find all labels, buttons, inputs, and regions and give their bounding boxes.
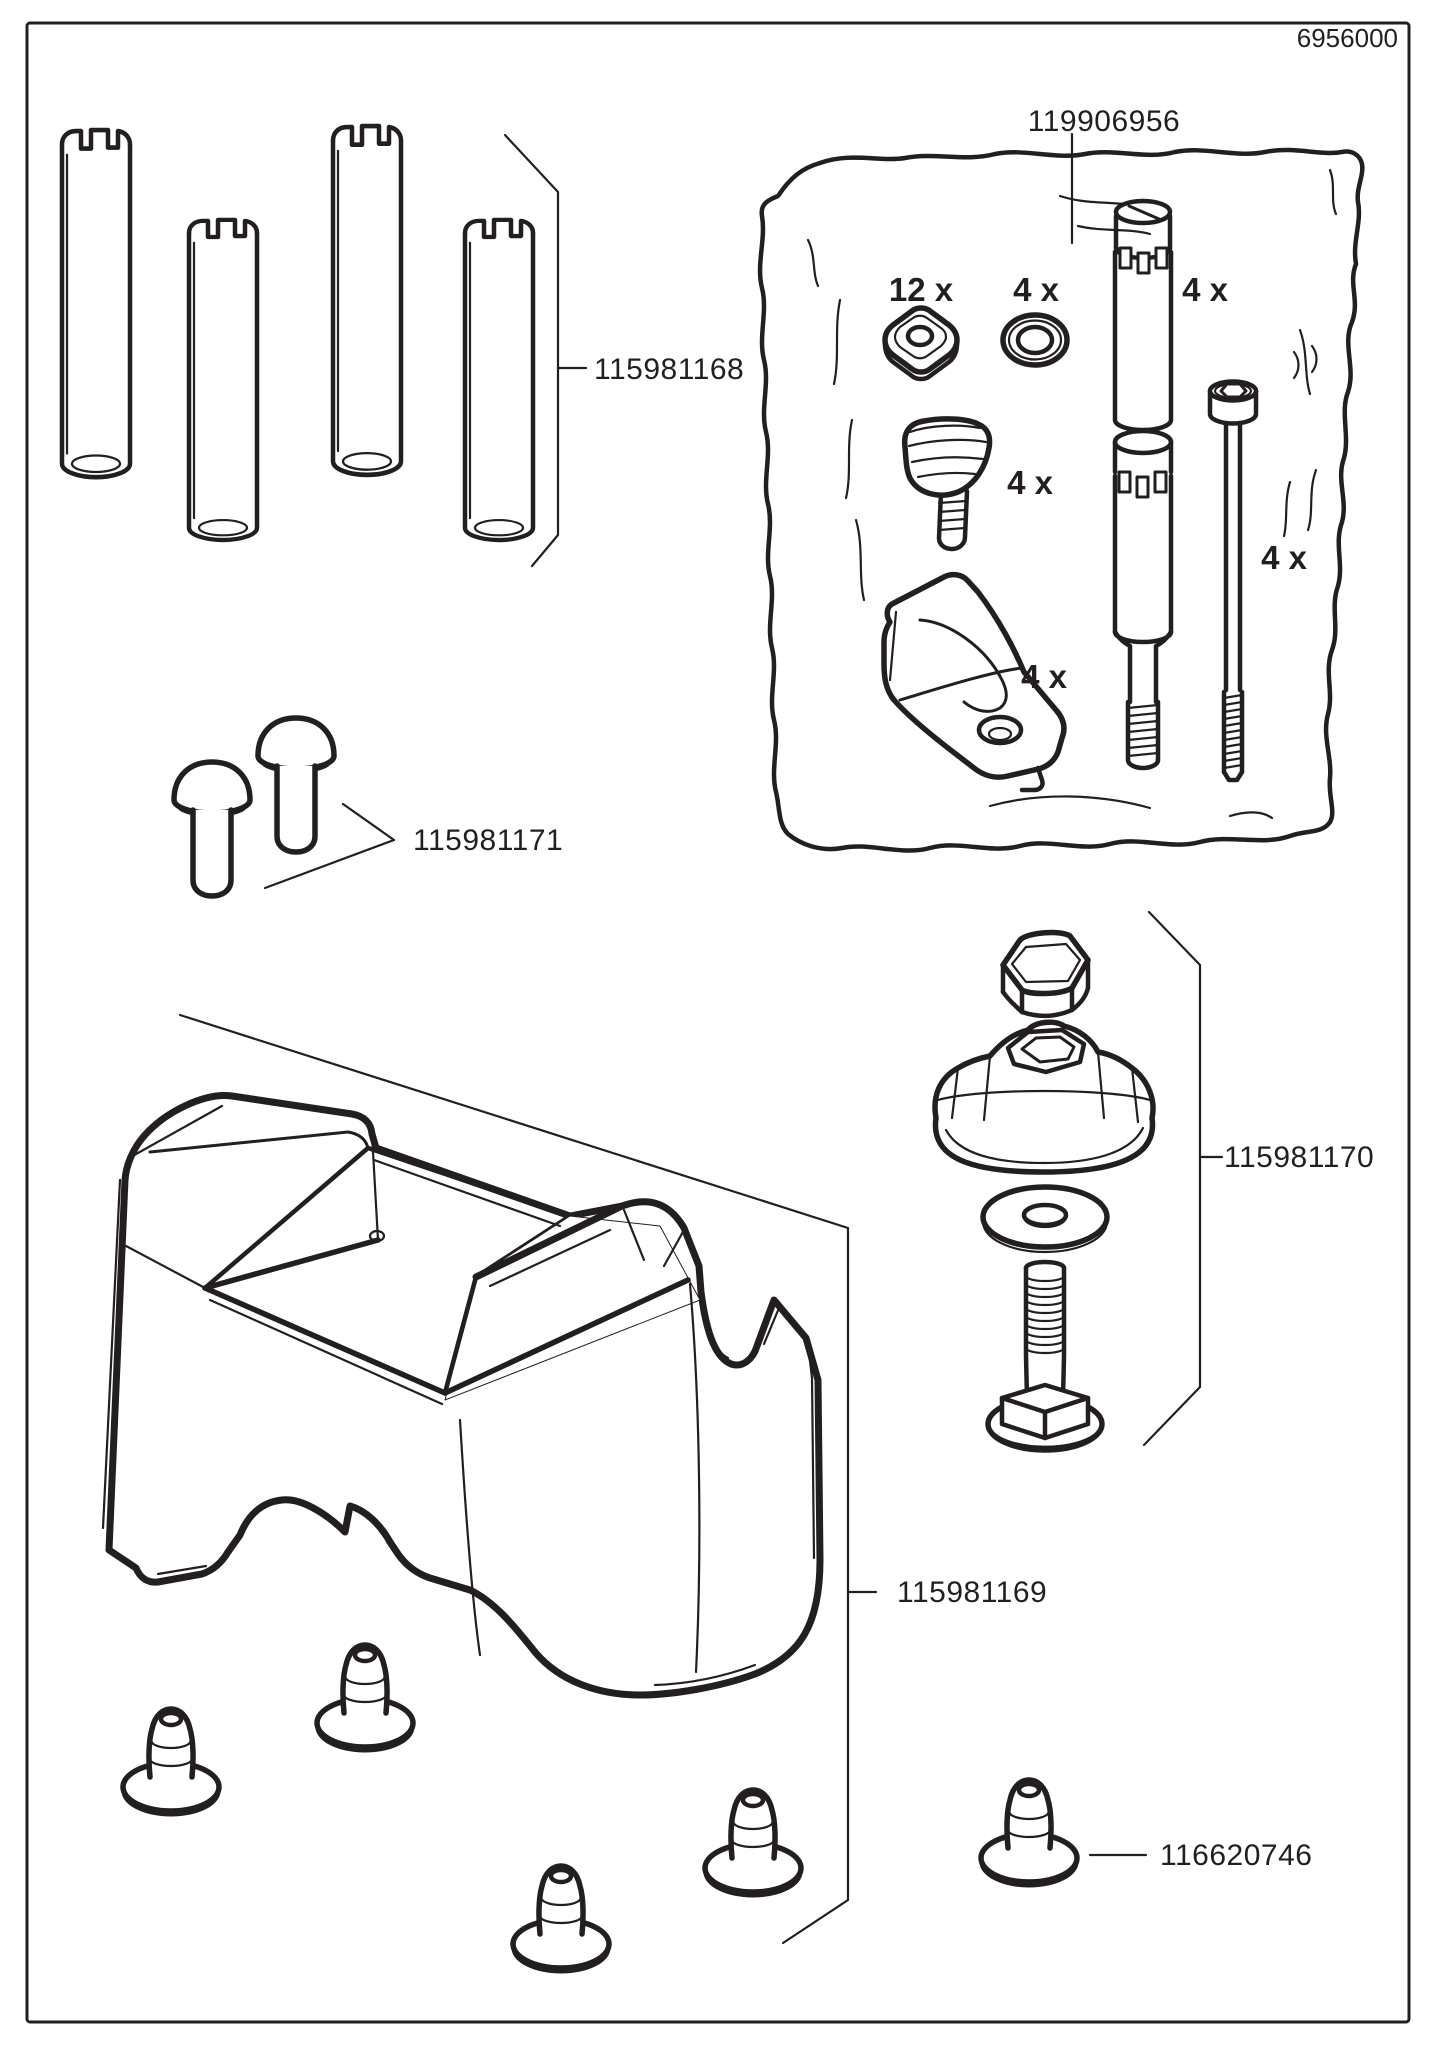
bag-part-number-label: 119906956 [1028,105,1180,138]
thumb-screw [901,416,993,552]
rivet-pair [174,718,334,896]
leader-stool [178,1013,878,1945]
hex-cap-nut [1000,929,1091,1019]
rivets-part-number-label: 115981171 [413,824,563,857]
rivet-1 [258,718,334,852]
doc-number: 6956000 [1297,23,1398,53]
rivet-2 [174,762,250,896]
leg-tube-set [62,126,533,540]
spindle-pin [1112,198,1174,771]
stool-part-number-label: 115981169 [897,1576,1047,1609]
foot-cap-3 [513,1866,609,1972]
foot-cap-set [123,1645,1077,1972]
turn-knob [932,1019,1156,1175]
leader-knob-assembly [1142,910,1224,1447]
leg-tube-1 [62,130,130,477]
tubes-part-number-label: 115981168 [594,353,744,386]
page-border [25,21,1411,2024]
leg-tube-4 [465,220,533,540]
leader-tubes [503,133,588,568]
qty-socket-bolt: 4 x [1261,539,1308,576]
qty-corner-bracket: 4 x [1021,658,1068,695]
foot-cap-part-number-label: 116620746 [1160,1839,1312,1872]
leader-rivets [263,802,396,890]
stool-detail-lines [101,1104,816,1687]
leg-tube-2 [189,220,257,540]
stool-right-wall [442,1202,701,1401]
step-stool-body [101,1091,824,1699]
square-nut [882,305,960,382]
foot-cap-2 [123,1709,219,1815]
foot-cap-1 [317,1645,413,1751]
knob-washer [980,1184,1110,1254]
corner-bracket [881,571,1067,793]
carriage-bolt [985,1259,1105,1453]
foot-cap-4 [705,1790,801,1896]
leg-tube-3 [333,126,401,475]
qty-thumb-screw: 4 x [1007,464,1054,501]
socket-head-bolt [1207,379,1259,783]
hardware-bag [757,147,1365,853]
qty-spindle-pin: 4 x [1182,271,1229,308]
knob-bolt-assembly [932,929,1156,1453]
qty-washer: 4 x [1013,271,1060,308]
leader-lines [178,132,1224,1945]
bag-washer [1000,312,1070,368]
qty-square-nut: 12 x [889,271,954,308]
knob-assembly-part-number-label: 115981170 [1224,1141,1374,1174]
foot-cap-5 [981,1780,1077,1886]
